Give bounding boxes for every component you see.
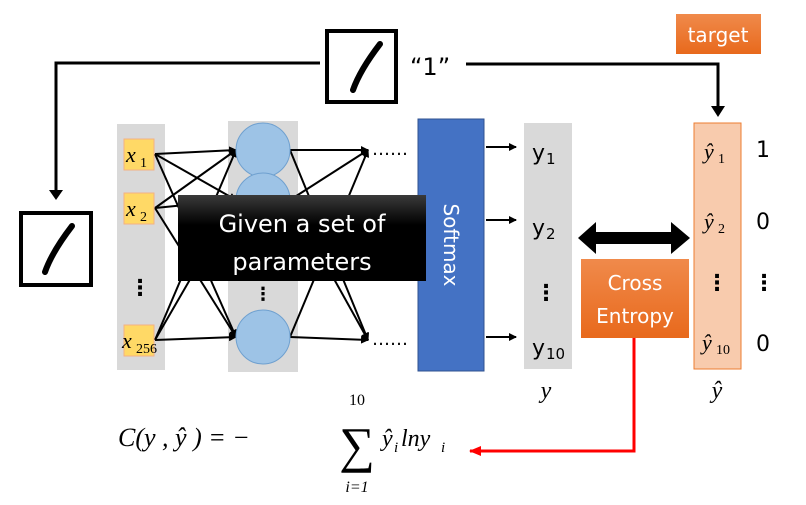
cross-entropy-formula: C(y , ŷ ) = − 10 ∑ i=1 ŷ i lny i	[118, 392, 445, 496]
hidden-to-next-edge	[289, 149, 369, 201]
input-to-hidden-edge	[154, 146, 237, 155]
hidden-to-next-edge	[289, 335, 369, 344]
formula-term-hat-sub: i	[394, 440, 398, 456]
input-to-hidden-edge	[154, 149, 237, 209]
formula-lhs: C(y , ŷ ) = −	[118, 423, 250, 452]
target-badge: target	[676, 14, 761, 54]
output-sub: 1	[546, 150, 556, 168]
target-column	[693, 122, 742, 370]
softmax-block: Softmax	[417, 118, 485, 372]
target-sub: 10	[716, 343, 730, 358]
target-label: target	[688, 23, 749, 47]
input-var: x	[121, 328, 132, 353]
input-to-hidden-edge	[154, 333, 237, 342]
formula-sum-upper: 10	[349, 392, 365, 409]
loss-arrow	[469, 338, 636, 456]
output-ellipsis: ⋮	[535, 281, 557, 306]
output-sub: 2	[546, 225, 556, 243]
arrow-head-down-target	[711, 106, 725, 117]
target-value-1: 1	[756, 138, 770, 163]
digit-image-left	[19, 211, 93, 287]
label-quote: “1”	[410, 53, 450, 81]
label-to-target-line	[466, 62, 720, 108]
hidden-neuron-1	[235, 122, 291, 178]
target-var: ŷ	[700, 330, 712, 355]
target-value-2: 0	[756, 210, 770, 235]
target-sub: 1	[718, 152, 725, 167]
input-node-256: x 256	[121, 324, 157, 357]
hidden-out-ellipsis-bottom: ……	[372, 329, 408, 350]
target-value-10: 0	[756, 332, 770, 357]
input-sub: 2	[140, 210, 147, 225]
output-var: y	[532, 336, 545, 361]
input-ellipsis: ⋮	[129, 276, 151, 301]
target-value-ellipsis: ⋮	[753, 271, 775, 296]
formula-sum-symbol: ∑	[339, 417, 375, 473]
hidden-out-ellipsis-top: ……	[372, 139, 408, 160]
output-var: y	[532, 216, 545, 241]
input-var: x	[125, 196, 136, 221]
overlay-line-1: Given a set of	[219, 210, 386, 238]
input-to-hidden-edge	[154, 153, 237, 201]
digit-image-top	[325, 29, 398, 104]
overlay-caption: Given a set of parameters	[178, 195, 426, 281]
formula-sum-lower: i=1	[345, 479, 368, 496]
formula-term-ln: lny	[401, 426, 431, 452]
input-node-2: x 2	[123, 192, 155, 225]
input-var: x	[125, 142, 136, 167]
arrow-head-down-input	[49, 190, 63, 200]
input-node-1: x 1	[123, 138, 155, 171]
image-to-input-line	[54, 61, 320, 198]
target-vector-label: ŷ	[710, 378, 723, 404]
formula-term-hat: ŷ	[380, 426, 393, 452]
hidden-neuron-n	[235, 309, 291, 365]
label-flow-lines	[49, 61, 725, 200]
formula-term-ln-sub: i	[441, 440, 445, 456]
compare-double-arrow	[578, 222, 690, 254]
target-sub: 2	[718, 222, 725, 237]
hidden-ellipsis: ⋮	[254, 284, 272, 305]
target-var: ŷ	[702, 209, 714, 234]
cross-entropy-line-1: Cross	[608, 271, 663, 295]
output-vector-label: y	[539, 378, 552, 404]
target-ellipsis: ⋮	[706, 271, 728, 296]
softmax-label: Softmax	[439, 203, 463, 286]
input-sub: 256	[136, 342, 157, 357]
cross-entropy-line-2: Entropy	[596, 304, 674, 328]
overlay-line-2: parameters	[232, 248, 371, 276]
output-var: y	[532, 141, 545, 166]
target-var: ŷ	[702, 139, 714, 164]
output-sub: 10	[546, 345, 565, 363]
input-sub: 1	[140, 156, 147, 171]
cross-entropy-box: Cross Entropy	[581, 259, 689, 338]
output-column	[524, 123, 572, 369]
